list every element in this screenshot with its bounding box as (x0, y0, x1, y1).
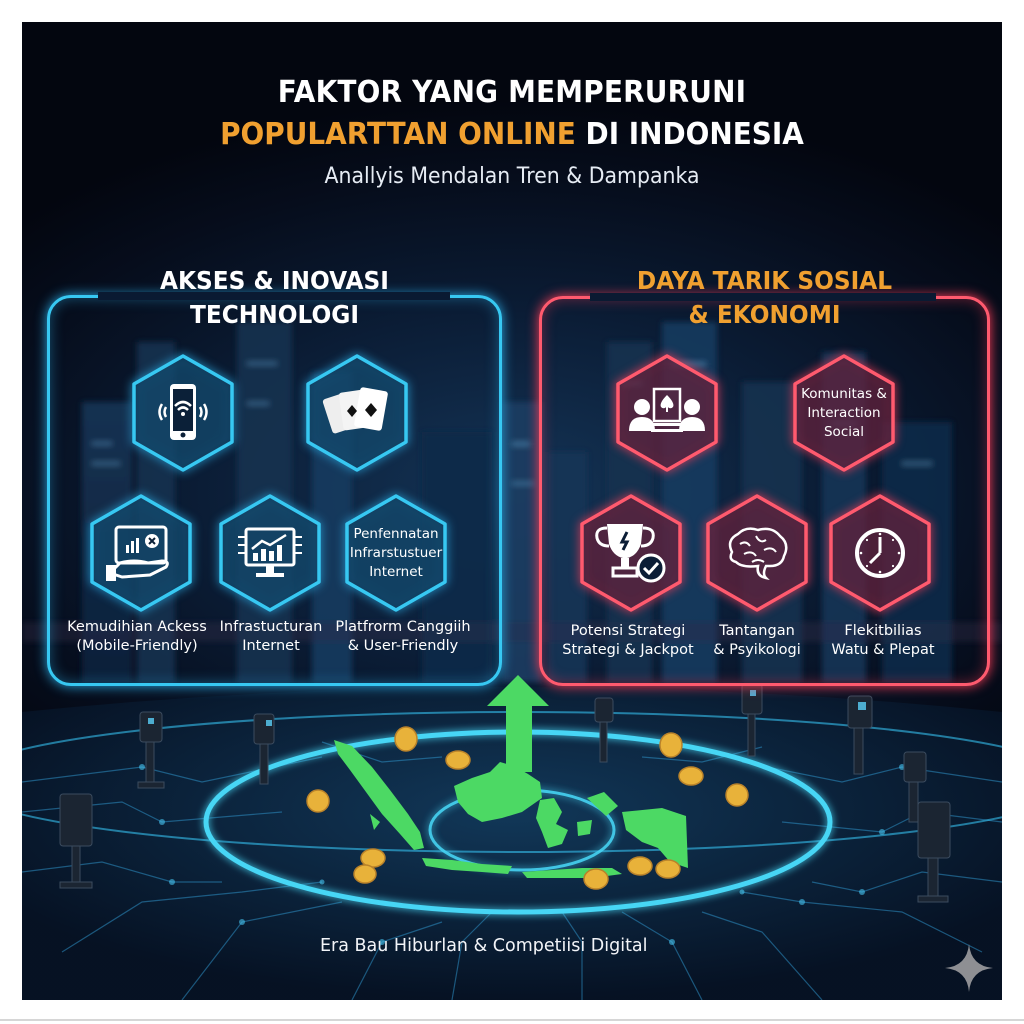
panel-heading-gap (98, 292, 450, 300)
hex-caption-line: Interaction (807, 404, 881, 421)
hex-playing-cards (302, 352, 412, 474)
label-line: Flekitbilias (844, 623, 922, 639)
label-line: Watu & Plepat (831, 642, 935, 658)
label-line: Internet (242, 638, 300, 654)
label-line: (Mobile-Friendly) (76, 638, 198, 654)
label-line: Infrastucturan (219, 619, 323, 635)
footer-caption: Era Bau Hiburlan & Competiisi Digital (320, 936, 648, 956)
hex-mobile-access (86, 492, 196, 614)
page-title-line2: POPULARTTAN ONLINE DI INDONESIA (36, 114, 988, 156)
label-line: & User-Friendly (347, 638, 459, 654)
header: FAKTOR YANG MEMPERURUNI POPULARTTAN ONLI… (0, 72, 1024, 194)
hex-community-text: Komunitas & Interaction Social (789, 352, 899, 474)
label-mobile-access: Kemudihian Ackess (Mobile-Friendly) (52, 618, 222, 656)
indonesia-map (334, 740, 688, 878)
label-infrastructure: Infrastucturan Internet (186, 618, 356, 656)
hex-infrastructure (215, 492, 325, 614)
page-title-line1: FAKTOR YANG MEMPERURUNI (277, 75, 747, 110)
growth-arrow-icon (487, 675, 549, 772)
label-line: & Psyikologi (713, 642, 801, 658)
monitor-chart-icon (238, 527, 302, 577)
gold-coins (306, 726, 749, 890)
tech-panel-heading: AKSES & INOVASI TECHNOLOGI (47, 264, 502, 332)
label-line: Tantangan (719, 623, 795, 639)
label-flexibility: Flekitbilias Watu & Plepat (798, 622, 968, 660)
page-title-accent: POPULARTTAN ONLINE (220, 117, 576, 152)
hex-players-table (612, 352, 722, 474)
smartphone-wifi-icon (158, 384, 208, 440)
hex-brain (702, 492, 812, 614)
page-subtitle: Anallyis Mendalan Tren & Dampanka (324, 164, 700, 189)
hex-trophy (576, 492, 686, 614)
hex-caption-line: Social (823, 423, 865, 440)
hex-caption-line: Infrarstustuer (349, 544, 443, 561)
playing-cards-icon (322, 387, 388, 434)
hand-holding-tablet-icon (106, 525, 169, 581)
label-platform: Platfrorm Canggiih & User-Friendly (318, 618, 488, 656)
label-psychology: Tantangan & Psyikologi (672, 622, 842, 660)
hex-caption: Penfennatan Infrarstustuer Internet (350, 525, 442, 582)
hex-caption: Komunitas & Interaction Social (801, 385, 887, 442)
hex-mobile-wifi (128, 352, 238, 474)
label-line: Kemudihian Ackess (67, 619, 207, 635)
hex-caption-line: Penfennatan (353, 525, 439, 542)
page-divider (0, 1019, 1024, 1021)
social-panel-heading-line1: DAYA TARIK SOSIAL (636, 266, 893, 295)
sparkle-icon (945, 944, 993, 992)
social-panel-heading: DAYA TARIK SOSIAL & EKONOMI (539, 264, 990, 332)
hex-caption-line: Komunitas & (801, 385, 887, 402)
tech-panel-heading-line1: AKSES & INOVASI (160, 266, 389, 295)
server-pillar-icons (59, 683, 951, 903)
hex-caption-line: Internet (369, 563, 423, 580)
label-line: Platfrorm Canggiih (335, 619, 471, 635)
brain-icon (728, 527, 788, 581)
players-card-table-icon (629, 387, 705, 432)
clock-icon (855, 528, 905, 578)
panel-heading-gap (590, 293, 936, 301)
label-line: Strategi & Jackpot (562, 642, 694, 658)
label-line: Potensi Strategi (570, 623, 686, 639)
trophy-check-icon (595, 524, 666, 583)
tech-panel-heading-line2: TECHNOLOGI (190, 300, 359, 329)
label-strategy-jackpot: Potensi Strategi Strategi & Jackpot (543, 622, 713, 660)
social-panel-heading-line2: & EKONOMI (688, 300, 841, 329)
page-title-rest: DI INDONESIA (575, 117, 804, 152)
hex-internet-infrastructure-text: Penfennatan Infrarstustuer Internet (341, 492, 451, 614)
hex-clock (825, 492, 935, 614)
